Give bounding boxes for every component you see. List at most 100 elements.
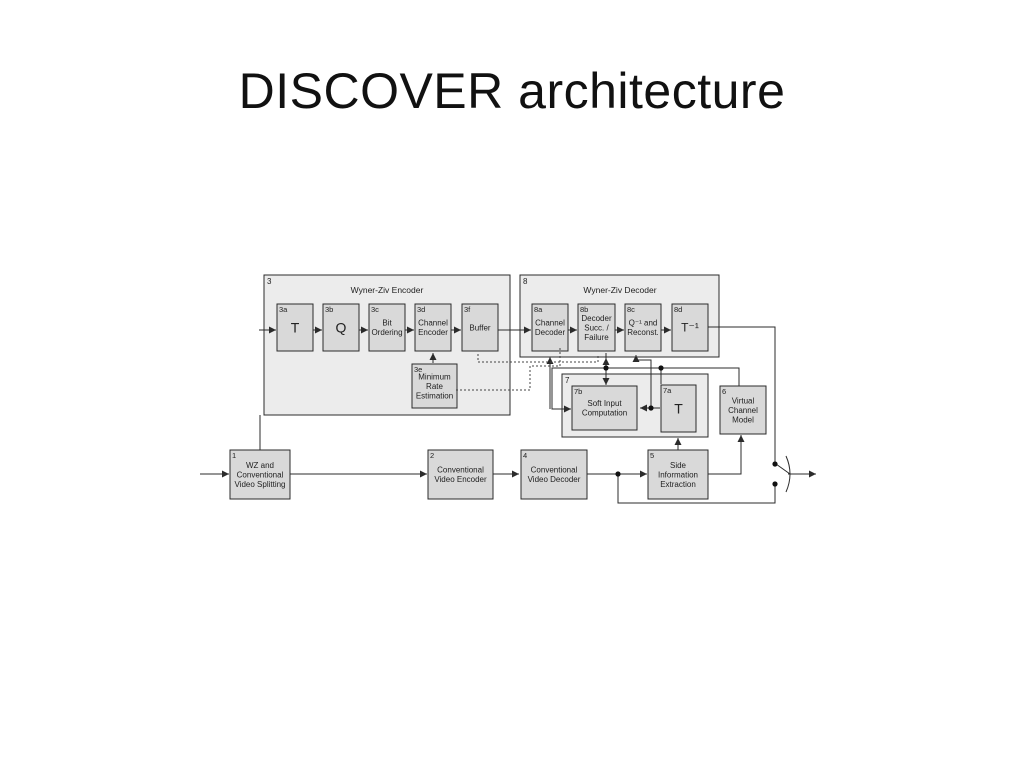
feedback-8b-to-buffer <box>477 352 599 363</box>
block-label-line: Reconst. <box>627 328 659 337</box>
block-box <box>624 303 662 352</box>
block-box <box>461 303 499 352</box>
block-id: 5 <box>650 451 654 460</box>
block-id: 8a <box>534 305 543 314</box>
block-label-line: Model <box>732 415 754 424</box>
block-label-line: Succ. / <box>584 323 609 332</box>
block-id: 3b <box>325 305 333 314</box>
slide-title: DISCOVER architecture <box>238 63 786 119</box>
block-box <box>571 385 638 431</box>
block-8d-inverse-transform: 8dT⁻¹ <box>671 303 709 352</box>
block-box <box>229 449 291 500</box>
block-label-line: Bit <box>382 319 392 328</box>
block-label-line: Decoder <box>581 314 612 323</box>
block-label-line: Extraction <box>660 480 696 489</box>
block-id: 3c <box>371 305 379 314</box>
block-label-line: Side <box>670 461 687 470</box>
block-box <box>531 303 569 352</box>
block-label-line: Conventional <box>237 470 284 479</box>
connections <box>200 326 816 504</box>
block-box <box>671 303 709 352</box>
block-label-line: Rate <box>426 382 443 391</box>
block-id: 7a <box>663 386 672 395</box>
block-box <box>520 449 588 500</box>
switch-contact-top <box>772 461 778 467</box>
block-label-line: Channel <box>418 319 448 328</box>
block-id: 2 <box>430 451 434 460</box>
block-3a-transform: 3aT <box>276 303 314 352</box>
block-label-line: Conventional <box>531 466 578 475</box>
switch-lever <box>775 463 791 475</box>
junction-dot <box>648 405 654 411</box>
junction-dot <box>615 471 621 477</box>
block-box <box>411 363 458 409</box>
group-label-wyner-ziv-encoder: Wyner-Ziv Encoder <box>351 285 424 295</box>
block-label-line: Q⁻¹ and <box>629 319 658 328</box>
block-box <box>577 303 616 352</box>
block-id: 8d <box>674 305 682 314</box>
switch-contact-bottom <box>772 481 778 487</box>
block-label-line: Soft Input <box>587 399 622 408</box>
group-id-7: 7 <box>565 376 570 385</box>
block-label-line: Information <box>658 470 698 479</box>
block-id: 3e <box>414 365 422 374</box>
feedback-dotted-lines <box>455 348 599 391</box>
arrow-7a-to-8c <box>632 355 652 408</box>
block-id: 6 <box>722 387 726 396</box>
block-box <box>322 303 360 352</box>
switch-arc <box>785 455 791 493</box>
arrow-6-to-7b <box>551 367 740 413</box>
junction-dot <box>658 365 664 371</box>
block-id: 1 <box>232 451 236 460</box>
block-id: 8b <box>580 305 588 314</box>
block-label-line: Failure <box>584 333 609 342</box>
block-label-line: Minimum <box>418 372 451 381</box>
block-label-line: T⁻¹ <box>681 321 699 335</box>
block-label-line: Ordering <box>371 328 402 337</box>
block-label-line: Video Encoder <box>434 475 487 484</box>
block-id: 4 <box>523 451 527 460</box>
junction-dot <box>603 365 609 371</box>
block-label-line: Channel <box>535 319 565 328</box>
block-id: 8c <box>627 305 635 314</box>
block-box <box>414 303 452 352</box>
arrow-5-to-6 <box>708 435 745 475</box>
block-label-line: Conventional <box>437 466 484 475</box>
block-label-line: Q <box>336 319 347 335</box>
block-id: 3d <box>417 305 425 314</box>
feedback-8a-to-3e <box>455 348 561 391</box>
block-label-line: Virtual <box>732 396 755 405</box>
group-label-wyner-ziv-decoder: Wyner-Ziv Decoder <box>583 285 656 295</box>
block-id: 3f <box>464 305 471 314</box>
line-8d-to-switch <box>708 326 776 462</box>
block-id: 3a <box>279 305 288 314</box>
block-label-line: T <box>674 400 683 416</box>
block-3b-quantizer: 3bQ <box>322 303 360 352</box>
block-box <box>647 449 709 500</box>
block-box <box>427 449 494 500</box>
block-label-line: T <box>291 319 300 335</box>
block-id: 7b <box>574 387 582 396</box>
junction-dots <box>603 365 778 487</box>
group-id-8: 8 <box>523 277 528 286</box>
block-label-line: Encoder <box>418 328 448 337</box>
block-label-line: Channel <box>728 406 758 415</box>
block-box <box>719 385 767 435</box>
block-label-line: Estimation <box>416 391 453 400</box>
line-4-to-switch <box>617 474 776 504</box>
block-box <box>660 384 697 433</box>
